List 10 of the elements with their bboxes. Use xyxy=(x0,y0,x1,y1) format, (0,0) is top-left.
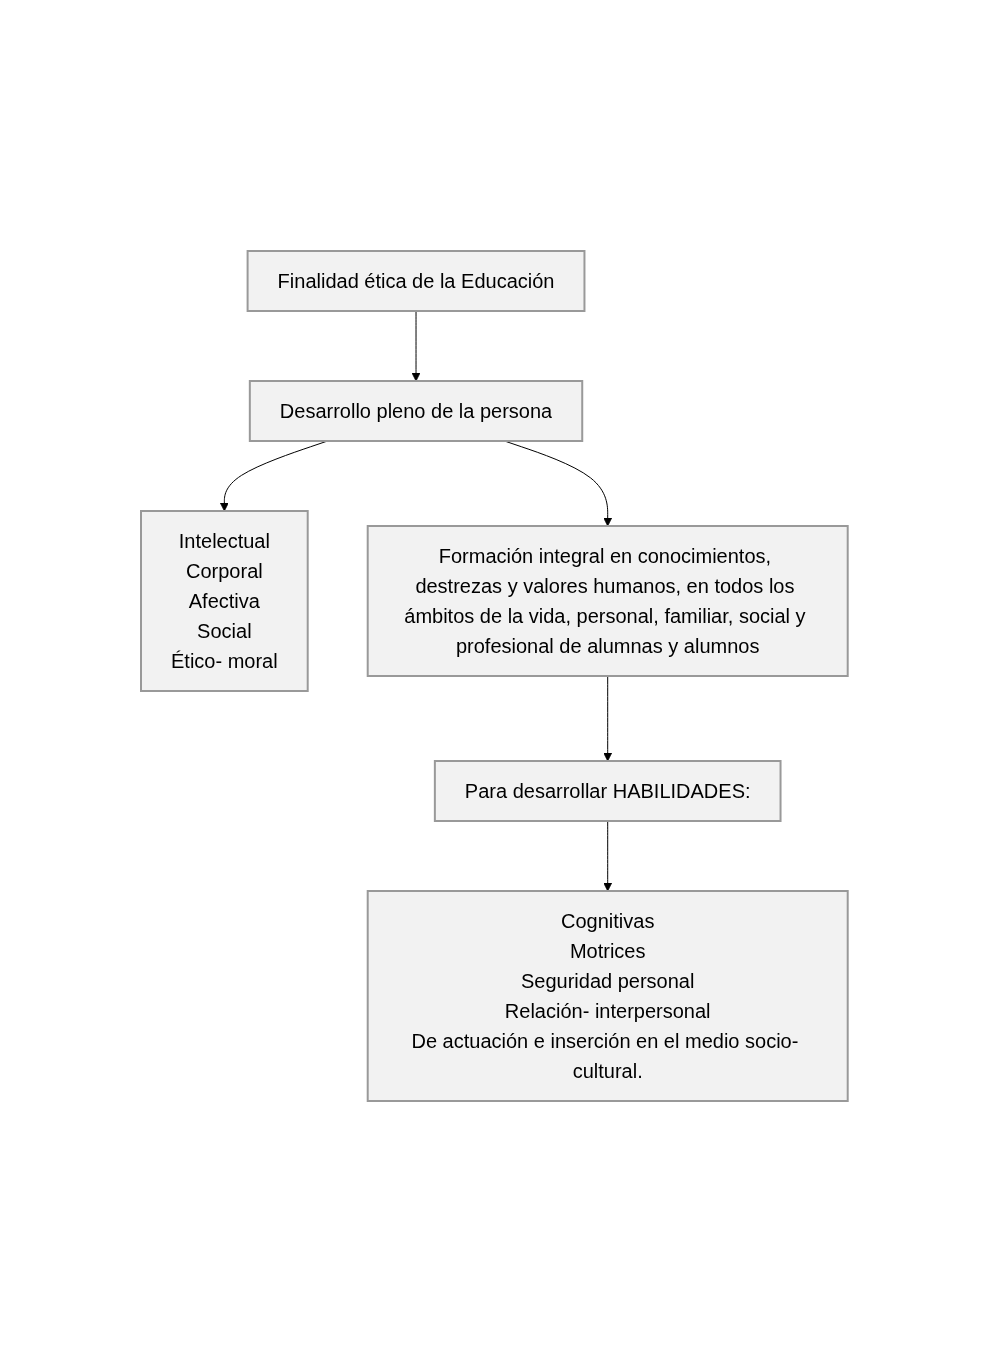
arrow xyxy=(411,310,421,381)
arrow xyxy=(219,440,328,511)
node-box: Formación integral en conocimientos, destrezas y valores humanos, en todos los ámbitos de la vida, personal, familiar, social y profesional de alumnas y alumnos xyxy=(366,524,849,677)
arrow xyxy=(602,820,612,891)
arrow xyxy=(602,675,612,761)
node-box: Cognitivas Motrices Seguridad personal Relación- interpersonal De actuación e inserción en el medio socio- cultural. xyxy=(366,889,849,1102)
node-box: Finalidad ética de la Educación xyxy=(246,249,586,312)
node-box: Para desarrollar HABILIDADES: xyxy=(433,759,782,822)
node-box: Desarrollo pleno de la persona xyxy=(248,379,583,442)
node-box: Intelectual Corporal Afectiva Social Ético- moral xyxy=(139,509,309,692)
